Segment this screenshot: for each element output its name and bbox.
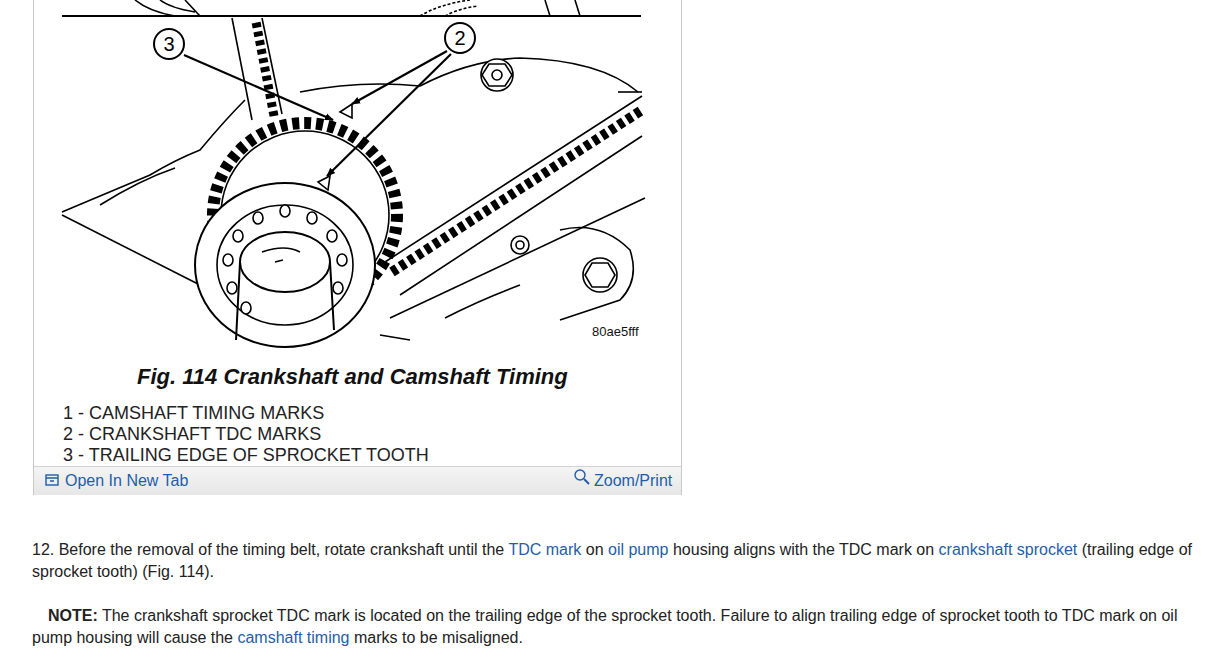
belt-teeth (256, 22, 274, 116)
section-line (62, 15, 641, 17)
upper-part (545, 0, 580, 16)
hole (227, 282, 237, 294)
hole (327, 230, 337, 242)
leader-line (352, 51, 447, 104)
belt-edge (400, 136, 642, 295)
text-link: TDC mark (508, 541, 581, 558)
text-link: camshaft timing (237, 629, 349, 646)
tdc-mark (318, 176, 330, 190)
toolbar-link: Zoom/Print (594, 471, 672, 491)
note-label: NOTE: (48, 607, 98, 624)
hole (333, 282, 343, 294)
figure-code: 80ae5fff (592, 323, 639, 340)
housing-edge (390, 198, 645, 318)
belt-teeth (392, 110, 642, 272)
toolbar-link: Open In New Tab (65, 471, 188, 491)
instruction-paragraph: NOTE: The crankshaft sprocket TDC mark i… (32, 605, 1212, 649)
hole (233, 230, 243, 242)
leader-arrows (184, 51, 451, 176)
legend-item: 3 - TRAILING EDGE OF SPROCKET TOOTH (63, 444, 429, 466)
open-tab-icon (46, 475, 58, 485)
paragraph-text: 12. Before the removal of the timing bel… (32, 541, 504, 558)
upper-part (135, 0, 200, 16)
callout-number: 2 (454, 28, 465, 48)
paragraph-text: The crankshaft sprocket TDC mark is loca… (32, 607, 1177, 646)
paragraph-text: housing aligns with the TDC mark on (673, 541, 934, 558)
housing-boss (560, 228, 633, 321)
bolt-head (482, 64, 512, 86)
text-link: crankshaft sprocket (939, 541, 1078, 558)
belt-end (618, 91, 642, 93)
paragraph-text: marks to be misaligned. (354, 629, 523, 646)
hole (253, 212, 263, 224)
callout-circle: 3 (153, 28, 185, 60)
open-tab-icon (46, 478, 58, 481)
callout-number: 3 (163, 34, 174, 54)
tdc-mark (340, 104, 352, 118)
upper-parts (135, 0, 580, 16)
bolt-center (492, 70, 502, 80)
text-link: oil pump (608, 541, 668, 558)
housing-edge (100, 168, 175, 205)
leader-line (327, 54, 451, 176)
housing-edge (300, 58, 638, 92)
crankshaft-end (240, 232, 330, 292)
engine-drawing (62, 0, 645, 347)
housing-hole (516, 241, 524, 249)
belt-edge (262, 18, 282, 114)
upper-gear (420, 0, 478, 16)
hole (337, 254, 347, 266)
hole (241, 302, 251, 314)
belt-edge (385, 96, 642, 262)
leader-line (184, 55, 333, 120)
housing-edge (62, 100, 245, 212)
instruction-paragraph: 12. Before the removal of the timing bel… (32, 539, 1212, 583)
keyway (262, 248, 300, 262)
paragraph-text: on (586, 541, 604, 558)
legend-item: 1 - CAMSHAFT TIMING MARKS (63, 402, 324, 424)
callout-circle: 2 (444, 22, 476, 54)
zoom-icon (575, 470, 585, 480)
sprocket-flange (195, 183, 375, 347)
figure-caption: Fig. 114 Crankshaft and Camshaft Timing (137, 364, 568, 390)
bolt-washer (481, 59, 513, 91)
bolt-head (585, 263, 615, 287)
housing-edge (380, 285, 520, 340)
legend-item: 2 - CRANKSHAFT TDC MARKS (63, 423, 321, 445)
flange-holes (223, 205, 347, 314)
hole (307, 212, 317, 224)
hole (280, 205, 290, 217)
housing-edge (62, 215, 200, 285)
hole (223, 254, 233, 266)
bolt-washer (583, 258, 617, 292)
zoom-icon (584, 479, 589, 484)
belt-edge (232, 18, 252, 120)
housing-hole (511, 236, 529, 254)
